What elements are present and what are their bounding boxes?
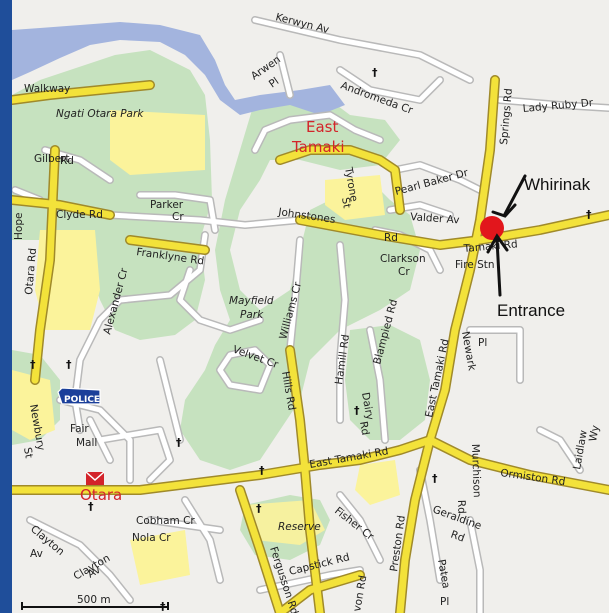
annotation-entrance: Entrance: [497, 301, 565, 320]
street-label: Dairy: [359, 391, 376, 421]
street-label: Springs Rd: [498, 88, 515, 145]
map-canvas: † † † † † † † † † † † East Tamaki Otara …: [12, 0, 609, 613]
street-label: Clyde Rd: [56, 209, 103, 221]
church-icon: †: [88, 500, 94, 513]
church-icon: †: [66, 358, 72, 371]
street-label: Murchison: [469, 444, 483, 498]
water-estuary: [12, 22, 345, 115]
police-label: POLICE: [64, 395, 100, 405]
street-label: Cr: [172, 211, 184, 223]
scale-label: 500 m: [77, 594, 111, 606]
street-label: Cobham Cr: [136, 515, 195, 527]
street-label: Rd: [384, 232, 398, 244]
street-label: Rd: [60, 155, 74, 167]
street-label: Nola Cr: [132, 532, 171, 544]
street-label: Av: [30, 548, 43, 560]
post-office-icon: [85, 471, 105, 485]
street-label: Pl: [440, 596, 449, 608]
church-icon: †: [256, 502, 262, 515]
church-icon: †: [176, 436, 182, 449]
street-label: Rd: [455, 500, 467, 514]
scale-bar: 500 m: [21, 594, 169, 610]
street-label: Patea: [435, 558, 452, 589]
street-label: Fire Stn: [455, 259, 495, 271]
park-label-reserve: Reserve: [278, 521, 321, 533]
church-icon: †: [354, 404, 360, 417]
street-label: Fair: [70, 423, 89, 435]
area-label-east: East: [306, 118, 338, 136]
park-label-ngati-otara: Ngati Otara Park: [56, 108, 144, 120]
street-label: Pl: [478, 337, 487, 349]
street-map[interactable]: † † † † † † † † † † † East Tamaki Otara …: [12, 0, 609, 613]
street-label: St: [339, 196, 353, 209]
area-label-otara: Otara: [80, 486, 122, 504]
church-icon: †: [432, 472, 438, 485]
street-label: Gilbert: [34, 153, 70, 165]
main-roads: [12, 76, 609, 613]
area-label-tamaki: Tamaki: [291, 138, 345, 156]
street-label: Hope: [13, 213, 25, 240]
park-label-park: Park: [240, 309, 264, 321]
street-label: Otara Rd: [23, 248, 39, 296]
street-label: St: [21, 446, 35, 459]
arrow-icon: [486, 174, 527, 297]
annotation-whirinaki: Whirinak: [524, 175, 591, 194]
street-label: Clarkson: [380, 253, 426, 265]
street-label: Walkway: [24, 83, 70, 95]
street-label: Parker: [150, 199, 184, 211]
street-label: Av: [86, 564, 103, 581]
park-label-mayfield: Mayfield: [229, 295, 274, 307]
street-label: Rd: [449, 529, 466, 545]
church-icon: †: [372, 66, 378, 79]
street-label: Rd: [357, 420, 371, 436]
street-label: Wy: [587, 424, 602, 442]
church-icon: †: [586, 208, 592, 221]
police-badge: POLICE: [57, 387, 101, 405]
location-marker-icon[interactable]: [480, 216, 504, 240]
street-label: Cr: [398, 266, 410, 278]
street-label: Mall: [76, 437, 97, 449]
church-icon: †: [259, 464, 265, 477]
street-label: Valder Av: [410, 211, 460, 226]
church-icon: †: [30, 358, 36, 371]
